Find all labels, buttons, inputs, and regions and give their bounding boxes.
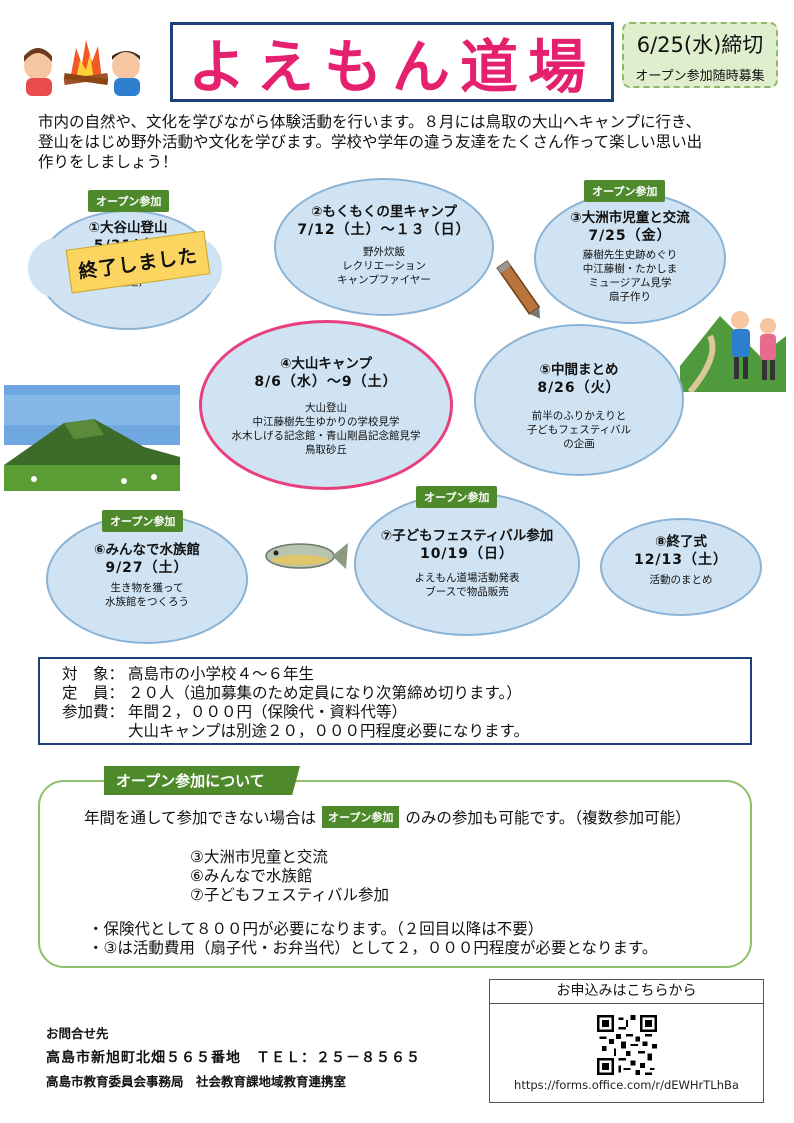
mountain-photo xyxy=(4,385,180,491)
event-4-detail: 鳥取砂丘 xyxy=(305,444,347,456)
list-item: ⑥みんなで水族館 xyxy=(190,867,313,885)
event-1-title: ①大谷山登山 xyxy=(88,220,168,236)
info-box: 対 象： 高島市の小学校４～６年生 定 員： ２０人（追加募集のため定員になり次… xyxy=(38,657,752,745)
fish-illustration xyxy=(262,537,348,575)
deadline-text: 6/25(水)締切 xyxy=(636,33,764,57)
event-3-open-tag: オープン参加 xyxy=(584,180,666,202)
capacity-value: ２０人（追加募集のため定員になり次第締め切ります。） xyxy=(128,684,522,702)
list-item: ③大洲市児童と交流 xyxy=(190,848,328,866)
note-insurance: ・保険代として８００円が必要になります。（２回目以降は不要） xyxy=(88,920,544,938)
event-6-date: 9/27（土） xyxy=(105,560,189,576)
fee-label: 参加費： xyxy=(62,703,125,721)
note-cost: ・③は活動費用（扇子代・お弁当代）として２，０００円程度が必要となります。 xyxy=(88,939,658,957)
event-7-detail: よえもん道場活動発表 xyxy=(414,572,520,584)
open-notes: ・保険代として８００円が必要になります。（２回目以降は不要） ・③は活動費用（扇… xyxy=(88,920,657,958)
event-4-date: 8/6（水）～9（土） xyxy=(254,374,398,390)
fee-value-extra: 大山キャンプは別途２０，０００円程度必要になります。 xyxy=(128,722,529,740)
open-participation-section xyxy=(38,780,752,968)
fee-value: 年間２，０００円（保険代・資料代等） xyxy=(128,703,408,721)
event-8-title: ⑧終了式 xyxy=(655,534,707,550)
event-5-cloud: ⑤中間まとめ 8/26（火） 前半のふりかえりと 子どもフェスティバル の企画 xyxy=(470,320,688,480)
apply-box: お申込みはこちらから https://forms.office.com/r/dE… xyxy=(489,979,764,1103)
event-2-title: ②もくもくの里キャンプ xyxy=(310,204,458,220)
event-6-detail: 水族館をつくろう xyxy=(105,596,189,608)
event-3-detail: ミュージアム見学 xyxy=(588,277,672,289)
title-box: よえもん道場 xyxy=(170,22,614,102)
event-1-open-tag: オープン参加 xyxy=(88,190,170,212)
open-inline-tag: オープン参加 xyxy=(322,806,400,828)
event-4-detail: 中江藤樹先生ゆかりの学校見学 xyxy=(252,416,400,428)
intro-line: 登山をはじめ野外活動や文化を学びます。学校や学年の違う友達をたくさん作って楽しい… xyxy=(38,133,703,151)
target-value: 高島市の小学校４～６年生 xyxy=(128,665,315,683)
event-7-cloud: ⑦子どもフェスティバル参加 10/19（日） よえもん道場活動発表 ブースで物品… xyxy=(350,488,584,640)
event-3-detail: 扇子作り xyxy=(609,291,651,303)
campfire-kids-illustration xyxy=(12,30,154,100)
contact-label: お問合せ先 xyxy=(46,1026,109,1041)
event-8-cloud: ⑧終了式 12/13（土） 活動のまとめ xyxy=(596,514,766,620)
event-4-detail: 大山登山 xyxy=(305,402,347,414)
apply-title: お申込みはこちらから xyxy=(490,980,763,1004)
contact-address: 高島市新旭町北畑５６５番地 ＴＥＬ：２５－８５６５ xyxy=(46,1050,421,1066)
open-line-post: のみの参加も可能です。（複数参加可能） xyxy=(405,809,691,827)
event-6-detail: 生き物を獲って xyxy=(110,582,184,594)
open-participation-line: 年間を通して参加できない場合は オープン参加 のみの参加も可能です。（複数参加可… xyxy=(84,806,691,828)
event-6-cloud: ⑥みんなで水族館 9/27（土） 生き物を獲って 水族館をつくろう xyxy=(42,510,252,648)
intro-line: 作りをしましょう！ xyxy=(38,153,178,171)
event-5-detail: の企画 xyxy=(563,438,595,450)
event-2-detail: レクリエーション xyxy=(342,260,426,272)
event-5-detail: 子どもフェスティバル xyxy=(526,424,632,436)
event-4-title: ④大山キャンプ xyxy=(279,356,373,372)
event-4-detail: 水木しげる記念館・青山剛昌記念館見学 xyxy=(231,430,421,442)
event-2-cloud: ②もくもくの里キャンプ 7/12（土）～１３（日） 野外炊飯 レクリエーション … xyxy=(268,172,500,322)
deadline-box: 6/25(水)締切 オープン参加随時募集 xyxy=(622,22,778,88)
event-6-title: ⑥みんなで水族館 xyxy=(94,542,200,558)
event-7-detail: ブースで物品販売 xyxy=(425,586,509,598)
hikers-illustration xyxy=(680,296,786,394)
event-2-detail: 野外炊飯 xyxy=(363,246,405,258)
open-participation-heading: オープン参加について xyxy=(104,766,300,795)
event-3-title: ③大洲市児童と交流 xyxy=(570,210,690,226)
event-6-open-tag: オープン参加 xyxy=(102,510,184,532)
deadline-subtext: オープン参加随時募集 xyxy=(635,69,765,84)
event-5-date: 8/26（火） xyxy=(537,380,621,396)
event-5-detail: 前半のふりかえりと xyxy=(531,410,627,422)
target-label: 対 象： xyxy=(62,665,125,683)
contact-office: 高島市教育委員会事務局 社会教育課地域教育連携室 xyxy=(46,1074,347,1089)
open-event-list: ③大洲市児童と交流 ⑥みんなで水族館 ⑦子どもフェスティバル参加 xyxy=(190,848,389,905)
pencil-illustration xyxy=(494,255,546,325)
event-3-cloud: ③大洲市児童と交流 7/25（金） 藤樹先生史跡めぐり 中江藤樹・たかしま ミュ… xyxy=(530,180,730,328)
capacity-label: 定 員： xyxy=(62,684,125,702)
apply-url[interactable]: https://forms.office.com/r/dEWHrTLhBa xyxy=(514,1078,739,1092)
event-7-date: 10/19（日） xyxy=(419,546,515,562)
intro-line: 市内の自然や、文化を学びながら体験活動を行います。８月には鳥取の大山へキャンプに… xyxy=(38,113,701,131)
event-4-cloud: ④大山キャンプ 8/6（水）～9（土） 大山登山 中江藤樹先生ゆかりの学校見学 … xyxy=(195,316,457,494)
open-line-pre: 年間を通して参加できない場合は xyxy=(84,809,317,827)
event-7-title: ⑦子どもフェスティバル参加 xyxy=(380,528,554,544)
event-2-detail: キャンプファイヤー xyxy=(337,274,431,286)
event-8-detail: 活動のまとめ xyxy=(649,574,713,586)
list-item: ⑦子どもフェスティバル参加 xyxy=(190,886,389,904)
event-2-date: 7/12（土）～１３（日） xyxy=(297,222,471,238)
intro-text: 市内の自然や、文化を学びながら体験活動を行います。８月には鳥取の大山へキャンプに… xyxy=(38,112,758,172)
event-8-date: 12/13（土） xyxy=(633,552,729,568)
event-3-date: 7/25（金） xyxy=(588,228,672,244)
event-7-open-tag: オープン参加 xyxy=(416,486,498,508)
event-3-detail: 中江藤樹・たかしま xyxy=(582,263,678,275)
contact-block: お問合せ先 高島市新旭町北畑５６５番地 ＴＥＬ：２５－８５６５ 高島市教育委員会… xyxy=(46,1022,421,1094)
page-title: よえもん道場 xyxy=(187,33,596,101)
event-3-detail: 藤樹先生史跡めぐり xyxy=(582,249,678,261)
event-5-title: ⑤中間まとめ xyxy=(539,362,619,378)
qr-code[interactable] xyxy=(597,1015,657,1075)
